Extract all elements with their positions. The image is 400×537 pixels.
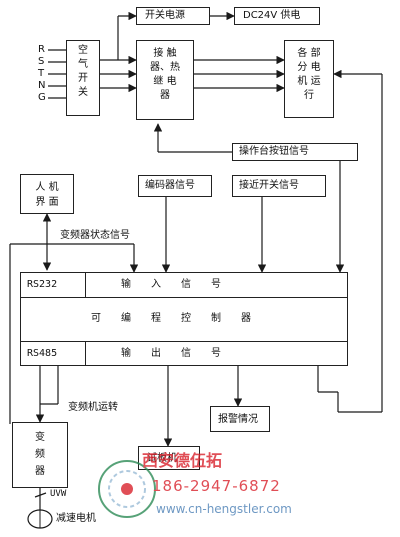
plc-box: RS232 输 入 信 号 可 编 程 控 制 器 RS485 输 出 信 号 xyxy=(20,272,348,366)
watermark-url: www.cn-hengstler.com xyxy=(156,502,292,516)
motors-running-box: 各 部分 电机 运行 xyxy=(284,40,334,118)
dc24v-box: DC24V 供电 xyxy=(234,7,320,25)
watermark-company: 西安德伍拓 xyxy=(142,451,223,470)
encoder-signal-box: 编码器信号 xyxy=(138,175,212,197)
motor-label: 减速电机 xyxy=(56,513,96,524)
console-button-signal-label: 操作台按钮信号 xyxy=(239,146,309,157)
watermark: 西安德伍拓 186-2947-6872 www.cn-hengstler.com xyxy=(92,444,392,534)
proximity-signal-label: 接近开关信号 xyxy=(239,180,299,191)
uvw-label: UVW xyxy=(50,489,67,499)
alarm-label: 报警情况 xyxy=(218,414,258,425)
output-signal-label: 输 出 信 号 xyxy=(121,348,221,359)
proximity-signal-box: 接近开关信号 xyxy=(232,175,326,197)
switch-power-label: 开关电源 xyxy=(145,10,185,21)
phase-label-r: R xyxy=(38,44,45,55)
inverter-box: 变频器 xyxy=(12,422,68,488)
phase-label-s: S xyxy=(38,56,45,67)
contactor-relay-box: 接 触器、热继 电器 xyxy=(136,40,194,120)
contactor-relay-label: 接 触器、热继 电器 xyxy=(150,48,180,101)
board-machine-box: 试板机 xyxy=(138,446,200,470)
hmi-box: 人 机界 面 xyxy=(20,174,74,214)
air-switch-box: 空气开关 xyxy=(66,40,100,116)
watermark-logo-icon xyxy=(98,460,156,518)
phase-label-n: N xyxy=(38,80,46,91)
plc-label: 可 编 程 控 制 器 xyxy=(91,313,251,324)
watermark-phone: 186-2947-6872 xyxy=(152,477,281,495)
phase-label-g: G xyxy=(38,92,46,103)
inverter-run-label: 变频机运转 xyxy=(68,402,118,413)
dc24v-label: DC24V 供电 xyxy=(243,10,301,21)
air-switch-label: 空气开关 xyxy=(78,45,88,98)
console-button-signal-box: 操作台按钮信号 xyxy=(232,143,358,161)
board-machine-label: 试板机 xyxy=(147,453,177,464)
rs485-label: RS485 xyxy=(27,348,58,359)
input-signal-label: 输 入 信 号 xyxy=(121,279,221,290)
rs232-label: RS232 xyxy=(27,279,58,290)
inverter-status-label: 变频器状态信号 xyxy=(60,230,130,241)
inverter-label: 变频器 xyxy=(35,432,45,477)
motors-running-label: 各 部分 电机 运行 xyxy=(297,48,321,101)
encoder-signal-label: 编码器信号 xyxy=(145,180,195,191)
alarm-box: 报警情况 xyxy=(210,406,270,432)
switch-power-box: 开关电源 xyxy=(136,7,210,25)
phase-label-t: T xyxy=(38,68,45,79)
hmi-label: 人 机界 面 xyxy=(35,182,59,208)
